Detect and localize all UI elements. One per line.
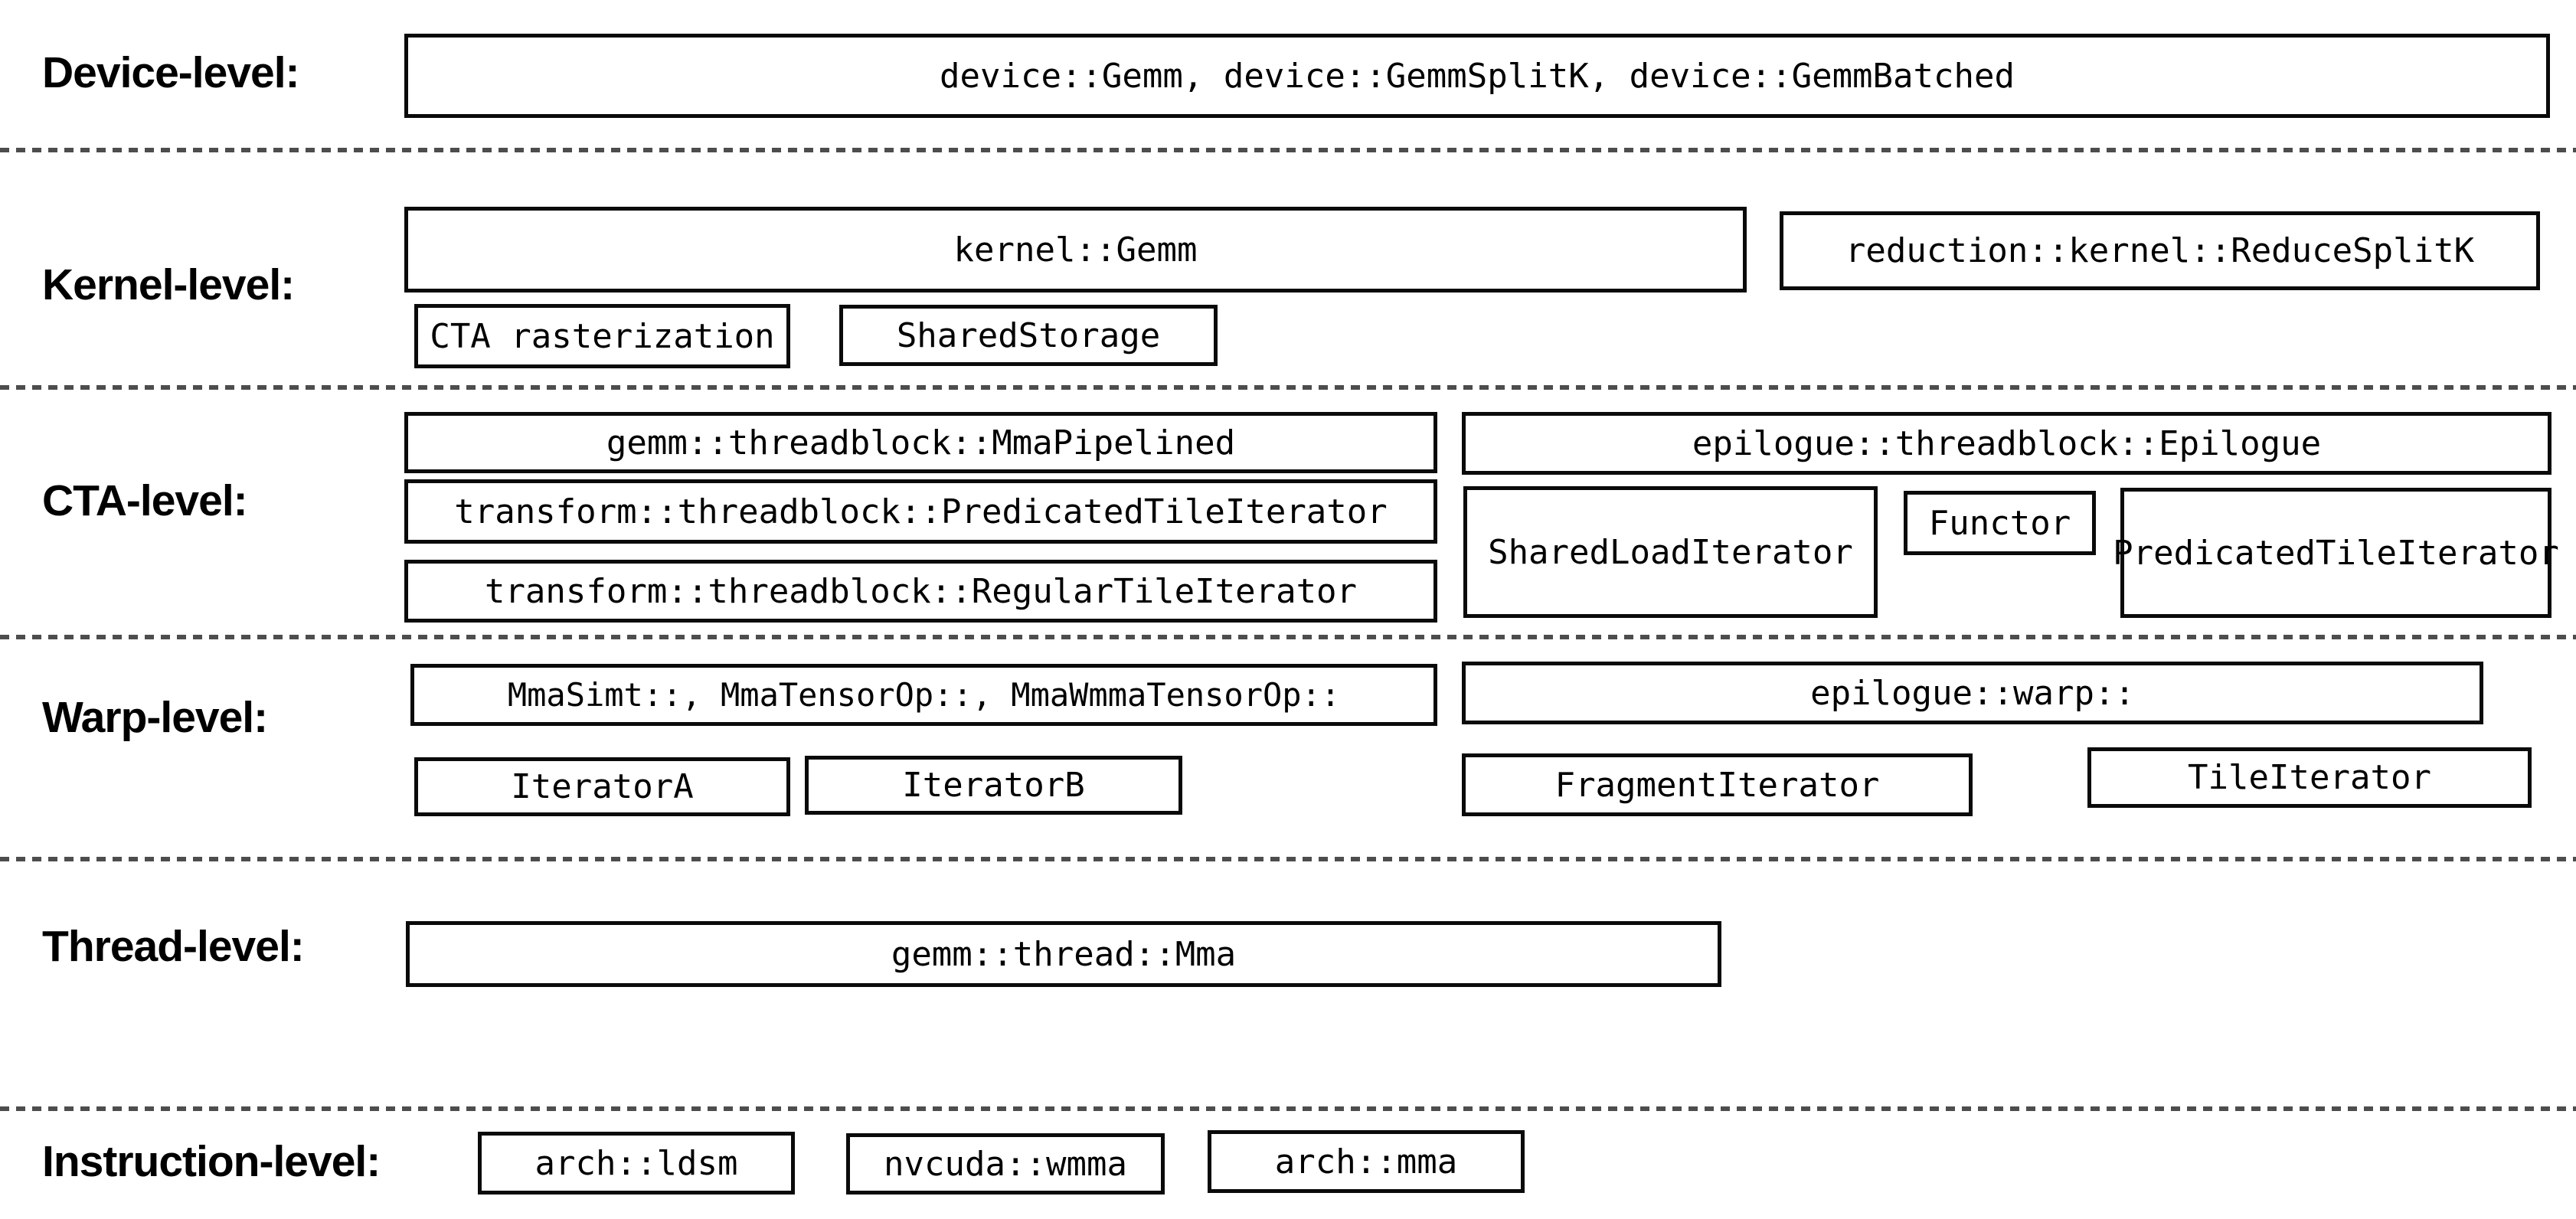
device-gemm-box: device::Gemm, device::GemmSplitK, device…	[404, 34, 2550, 118]
threadblock-predicated-tile-iterator-box: transform::threadblock::PredicatedTileIt…	[404, 479, 1437, 544]
threadblock-mma-pipelined-box: gemm::threadblock::MmaPipelined	[404, 412, 1437, 473]
epilogue-warp-box: epilogue::warp::	[1462, 662, 2483, 724]
cta-rasterization-box: CTA rasterization	[414, 304, 790, 368]
threadblock-epilogue-box: epilogue::threadblock::Epilogue	[1462, 412, 2551, 475]
instruction-level-label: Instruction-level:	[42, 1137, 381, 1186]
iterator-a-box: IteratorA	[414, 757, 790, 816]
nvcuda-wmma-box: nvcuda::wmma	[846, 1133, 1165, 1194]
shared-storage-box: SharedStorage	[839, 305, 1218, 366]
separator-cta-warp	[0, 635, 2576, 639]
separator-thread-instruction	[0, 1106, 2576, 1111]
arch-ldsm-box: arch::ldsm	[478, 1132, 795, 1194]
fragment-iterator-box: FragmentIterator	[1462, 753, 1973, 816]
thread-level-label: Thread-level:	[42, 922, 305, 971]
kernel-gemm-box: kernel::Gemm	[404, 207, 1747, 292]
kernel-level-label: Kernel-level:	[42, 260, 295, 309]
reduction-kernel-reducesplitk-box: reduction::kernel::ReduceSplitK	[1780, 211, 2540, 290]
separator-kernel-cta	[0, 385, 2576, 390]
separator-device-kernel	[0, 148, 2576, 152]
warp-level-label: Warp-level:	[42, 693, 268, 742]
functor-box: Functor	[1904, 491, 2096, 555]
cta-level-label: CTA-level:	[42, 476, 248, 525]
device-level-label: Device-level:	[42, 48, 300, 97]
threadblock-regular-tile-iterator-box: transform::threadblock::RegularTileItera…	[404, 560, 1437, 623]
separator-warp-thread	[0, 857, 2576, 861]
shared-load-iterator-box: SharedLoadIterator	[1463, 486, 1878, 618]
arch-mma-box: arch::mma	[1208, 1130, 1525, 1193]
epilogue-predicated-tile-iterator-box: PredicatedTileIterator	[2113, 488, 2559, 618]
iterator-b-box: IteratorB	[805, 756, 1182, 815]
tile-iterator-box: TileIterator	[2087, 747, 2532, 808]
warp-mma-variants-box: MmaSimt::, MmaTensorOp::, MmaWmmaTensorO…	[410, 664, 1437, 726]
thread-mma-box: gemm::thread::Mma	[406, 921, 1721, 987]
